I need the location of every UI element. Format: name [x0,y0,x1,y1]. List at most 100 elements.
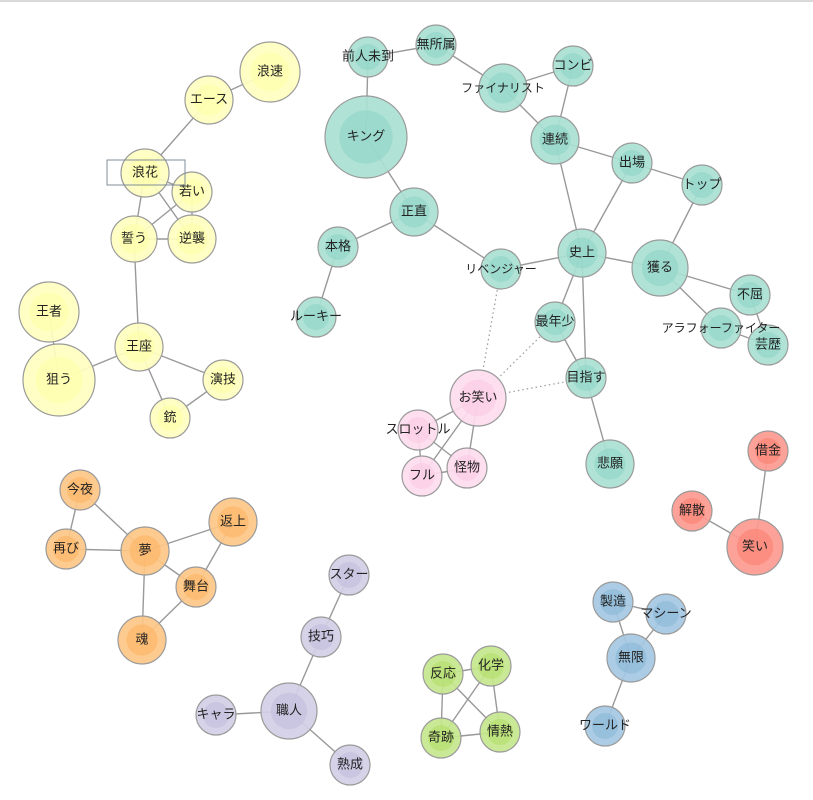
node-blue[interactable] [592,581,634,623]
node-pink[interactable] [449,369,507,427]
node-teal[interactable] [611,142,653,184]
node-orange[interactable] [120,526,170,576]
node-label[interactable]: 出場 [619,156,645,171]
node-label[interactable]: 魂 [135,632,148,648]
node-yellow[interactable] [22,343,96,417]
node-yellow[interactable] [167,214,217,264]
node-teal[interactable] [700,307,742,349]
node-orange[interactable] [117,615,167,665]
node-green[interactable] [479,711,521,753]
node-label[interactable]: リベンジャー [465,262,536,276]
node-label[interactable]: ワールド [579,719,631,734]
node-pink[interactable] [401,455,443,497]
node-label[interactable]: 獲る [647,261,673,276]
node-yellow[interactable] [184,75,234,125]
node-label[interactable]: 無限 [618,651,644,666]
node-label[interactable]: 浪花 [132,165,158,181]
node-teal[interactable] [585,439,635,489]
node-teal[interactable] [415,24,457,66]
node-teal[interactable] [530,115,580,165]
node-pink[interactable] [397,409,439,451]
node-red[interactable] [747,430,789,472]
node-teal[interactable] [631,239,689,297]
node-teal[interactable] [389,187,439,237]
node-label[interactable]: 返上 [220,515,246,530]
node-teal[interactable] [557,228,607,278]
node-label[interactable]: 前人未到 [342,49,394,65]
node-label[interactable]: 逆襲 [179,231,205,247]
node-teal[interactable] [347,36,389,78]
node-teal[interactable] [478,63,528,113]
node-orange[interactable] [59,469,101,511]
node-label[interactable]: 職人 [276,704,302,719]
node-yellow[interactable] [114,322,164,372]
node-label[interactable]: スロットル [385,423,450,438]
node-teal[interactable] [295,296,337,338]
node-label[interactable]: スター [329,568,368,583]
node-label[interactable]: 技巧 [308,630,334,645]
node-label[interactable]: 本格 [325,239,351,255]
node-label[interactable]: 不屈 [737,288,763,303]
node-label[interactable]: 舞台 [183,580,209,595]
node-label[interactable]: キャラ [196,708,235,723]
node-label[interactable]: 借金 [755,443,781,459]
node-label[interactable]: 悲願 [597,456,623,472]
node-label[interactable]: 目指す [566,371,605,386]
node-label[interactable]: ルーキー [290,310,342,325]
node-purple[interactable] [329,744,371,786]
node-label[interactable]: 化学 [478,658,504,674]
node-yellow[interactable] [110,215,158,263]
node-orange[interactable] [175,566,217,608]
node-label[interactable]: 最年少 [535,315,574,330]
node-label[interactable]: 今夜 [67,482,93,498]
node-purple[interactable] [328,554,370,596]
node-label[interactable]: 誓う [121,232,147,247]
node-pink[interactable] [446,447,488,489]
node-label[interactable]: 浪速 [257,65,283,80]
node-label[interactable]: 芸歴 [755,337,781,353]
node-label[interactable]: 銃 [163,411,176,426]
node-label[interactable]: 演技 [210,372,236,388]
node-orange[interactable] [208,497,258,547]
node-label[interactable]: 王座 [126,340,152,355]
node-teal[interactable] [552,45,594,87]
node-label[interactable]: ファイナリスト [461,81,545,95]
node-blue[interactable] [584,705,626,747]
node-teal[interactable] [747,324,789,366]
node-label[interactable]: コンビ [553,59,592,74]
node-label[interactable]: エース [190,93,228,108]
node-label[interactable]: 熟成 [337,757,363,773]
node-label[interactable]: フル [409,469,435,484]
node-green[interactable] [422,653,464,695]
node-teal[interactable] [729,274,771,316]
node-label[interactable]: 王者 [36,305,62,320]
node-label[interactable]: トップ [682,178,721,193]
node-yellow[interactable] [202,359,244,401]
node-label[interactable]: 製造 [600,595,626,610]
node-red[interactable] [671,490,713,532]
node-teal[interactable] [324,95,408,179]
node-green[interactable] [470,645,512,687]
node-label[interactable]: 正直 [401,205,427,220]
node-teal[interactable] [480,248,522,290]
node-label[interactable]: 解散 [679,504,705,519]
node-teal[interactable] [565,357,607,399]
node-label[interactable]: 奇跡 [428,730,454,746]
node-purple[interactable] [260,682,318,740]
node-label[interactable]: アラフォーファイター [662,321,781,335]
node-label[interactable]: キング [347,130,386,145]
node-purple[interactable] [300,616,342,658]
node-green[interactable] [420,717,462,759]
node-label[interactable]: 連続 [542,133,568,148]
node-label[interactable]: マシーン [640,607,691,622]
node-purple[interactable] [195,694,237,736]
node-label[interactable]: 史上 [569,246,595,261]
node-label[interactable]: 若い [179,184,205,200]
node-teal[interactable] [681,164,723,206]
node-orange[interactable] [45,528,87,570]
node-blue[interactable] [645,593,687,635]
node-label[interactable]: お笑い [458,390,497,406]
node-teal[interactable] [534,301,576,343]
node-label[interactable]: 無所属 [416,38,455,53]
